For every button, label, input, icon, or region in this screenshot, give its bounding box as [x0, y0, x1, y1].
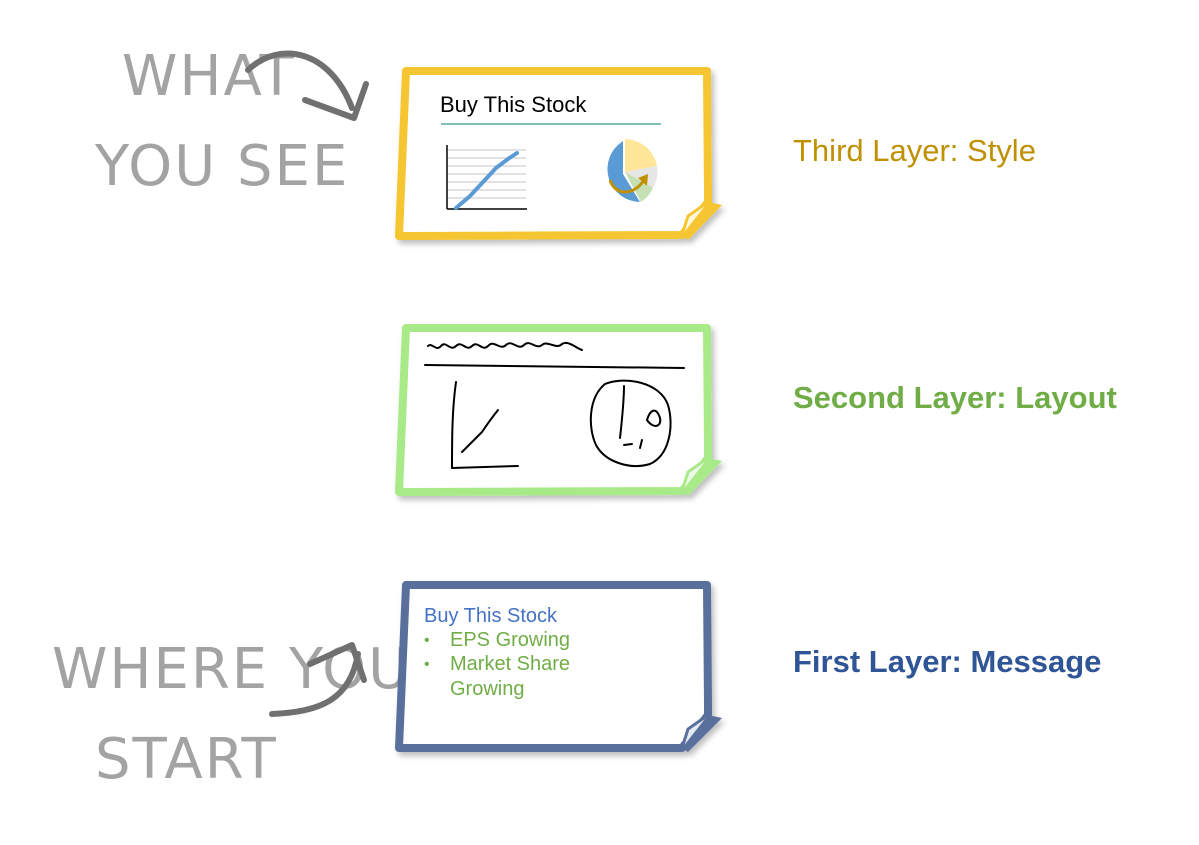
message-card-curl: [682, 715, 722, 752]
second-layer-label: Second Layer: Layout: [793, 380, 1117, 415]
annotation-you-see: YOU SEE: [94, 134, 349, 199]
annotation-what-you-see: WHAT YOU SEE: [94, 44, 349, 199]
sketch-divider: [424, 364, 685, 369]
layout-card: [395, 324, 722, 496]
bullet-market-share: Market Share: [450, 653, 570, 675]
style-line-chart: [446, 145, 527, 210]
style-pie-chart: [607, 139, 658, 202]
sketch-pie-chart: [589, 379, 672, 467]
layout-card-frame: [395, 324, 712, 496]
pie-slice-yellow: [625, 139, 657, 172]
pie-slice-blue: [607, 141, 640, 202]
arrow-bottom-icon: [269, 642, 367, 717]
message-card-title: Buy This Stock: [424, 605, 558, 627]
style-line-series: [454, 151, 519, 210]
bullet-marker: •: [424, 656, 430, 673]
layout-card-curl: [682, 458, 722, 496]
sketch-line-chart: [451, 381, 519, 469]
style-card-curl: [682, 202, 722, 240]
bullet-growing-continued: Growing: [450, 678, 524, 700]
annotation-what: WHAT: [122, 44, 296, 109]
layout-sketch: [424, 341, 685, 469]
sketch-title-scribble: [427, 341, 583, 351]
pie-arrow-icon: [608, 179, 646, 194]
first-layer-label: First Layer: Message: [793, 644, 1101, 679]
bullet-eps-growing: EPS Growing: [450, 629, 570, 651]
third-layer-label: Third Layer: Style: [793, 133, 1036, 168]
annotation-start: START: [95, 727, 278, 792]
bullet-marker: •: [424, 632, 430, 649]
arrow-top-icon: [245, 50, 369, 121]
style-card-title: Buy This Stock: [440, 92, 587, 117]
message-card: [395, 581, 722, 752]
message-bullet-list: • EPS Growing • Market Share Growing: [424, 629, 570, 700]
